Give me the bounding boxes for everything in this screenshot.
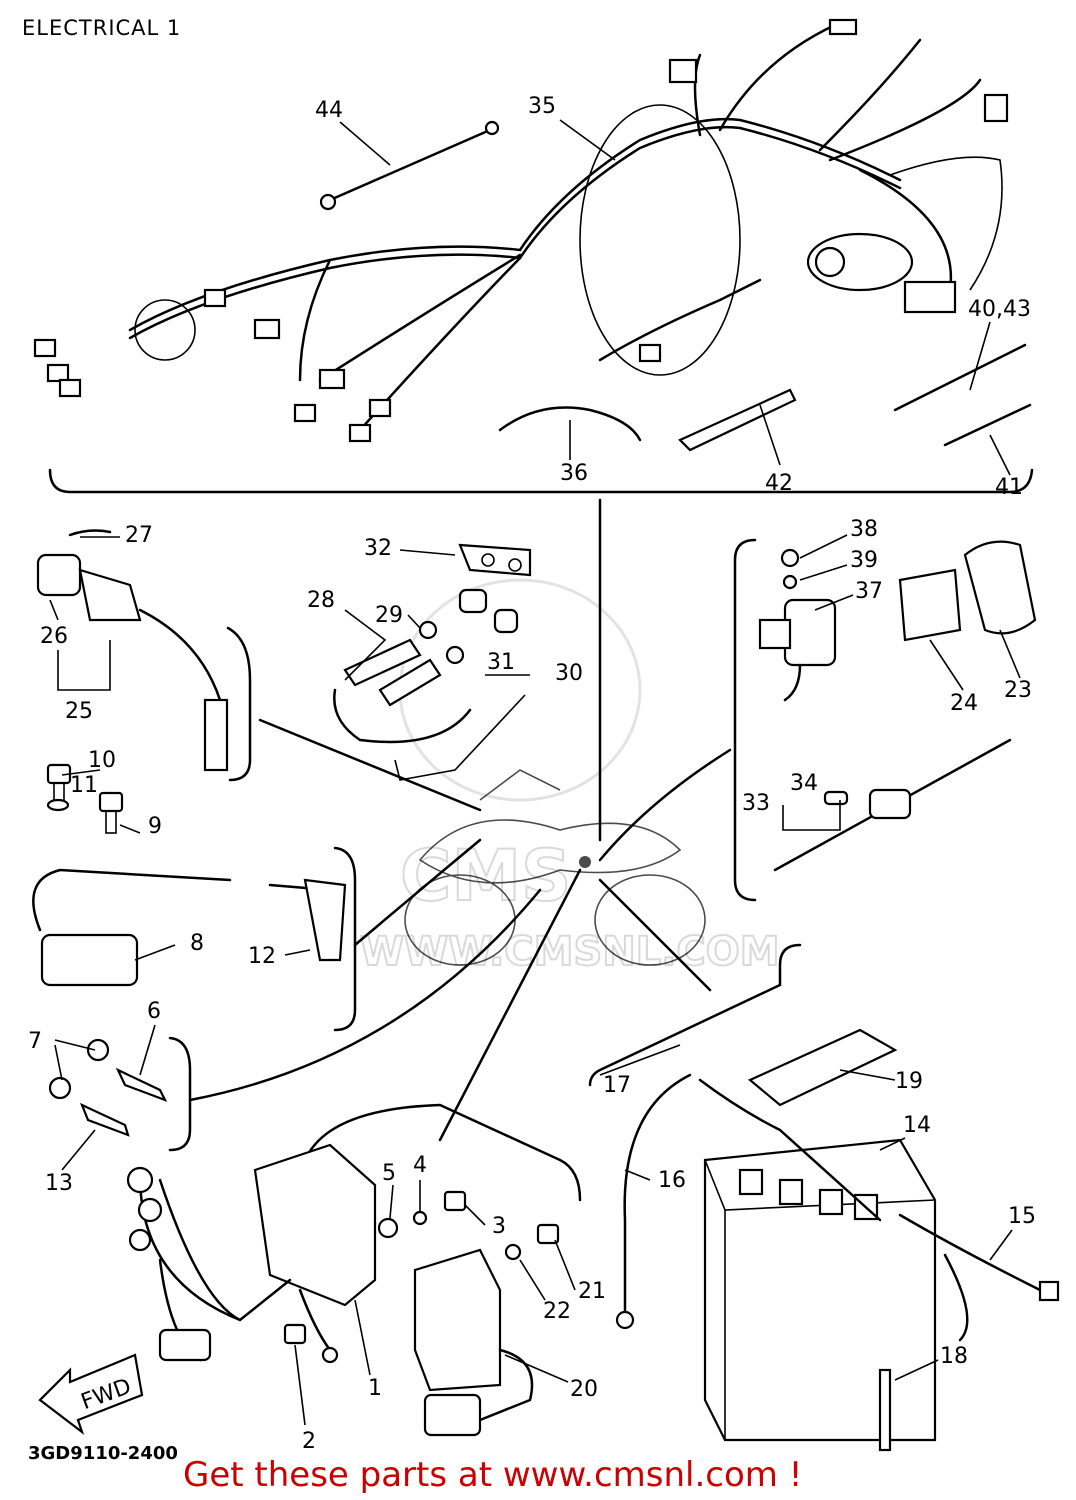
bracket-6-13 <box>168 1036 192 1152</box>
callout-31: 31 <box>487 650 515 675</box>
callout-3: 3 <box>492 1214 506 1239</box>
cable-band <box>678 388 797 452</box>
callout-33: 33 <box>742 791 770 816</box>
callout-41: 41 <box>995 475 1023 500</box>
bracket-25 <box>226 626 252 782</box>
relay-group <box>733 538 1037 902</box>
callout-5: 5 <box>382 1161 396 1186</box>
forward-arrow-icon: FWD <box>38 1353 144 1436</box>
callout-12: 12 <box>248 944 276 969</box>
bolts-9-10-11 <box>46 763 124 834</box>
callout-16: 16 <box>658 1168 686 1193</box>
callout-23: 23 <box>1004 678 1032 703</box>
callout-11: 11 <box>70 773 98 798</box>
diagram-title: ELECTRICAL 1 <box>22 16 182 40</box>
watermark-logo-text: CMS <box>400 835 571 917</box>
callout-42: 42 <box>765 471 793 496</box>
diagram-code: 3GD9110-2400 <box>28 1443 178 1464</box>
callout-2: 2 <box>302 1429 316 1454</box>
callout-29: 29 <box>375 603 403 628</box>
cable-clamp <box>943 403 1032 447</box>
callout-9: 9 <box>148 814 162 839</box>
callout-19: 19 <box>895 1069 923 1094</box>
callout-labels: 1 2 3 4 5 6 7 8 9 10 11 12 13 14 15 16 1… <box>28 94 1036 1454</box>
callout-25: 25 <box>65 699 93 724</box>
callout-40-43: 40,43 <box>968 297 1031 322</box>
callout-36: 36 <box>560 461 588 486</box>
callout-44: 44 <box>315 98 343 123</box>
callout-18: 18 <box>940 1344 968 1369</box>
callout-39: 39 <box>850 548 878 573</box>
ignition-lead <box>36 529 229 772</box>
callout-32: 32 <box>364 536 392 561</box>
callout-26: 26 <box>40 624 68 649</box>
callout-22: 22 <box>543 1299 571 1324</box>
lead-wire <box>498 406 642 442</box>
wire-harness <box>33 18 1009 443</box>
callout-34: 34 <box>790 771 818 796</box>
callout-24: 24 <box>950 691 978 716</box>
battery-group <box>588 943 1060 1452</box>
callout-1: 1 <box>368 1376 382 1401</box>
callout-14: 14 <box>903 1113 931 1138</box>
callout-27: 27 <box>125 523 153 548</box>
vehicle-outline <box>404 769 706 966</box>
callout-4: 4 <box>413 1153 427 1178</box>
callout-28: 28 <box>307 588 335 613</box>
cable-tie <box>893 343 1027 412</box>
watermark-text: WWW.CMSNL.COM <box>360 929 780 975</box>
sensor-group <box>333 543 532 781</box>
callout-8: 8 <box>190 931 204 956</box>
callout-35: 35 <box>528 94 556 119</box>
switches-6-7-13 <box>48 1038 168 1137</box>
callout-17: 17 <box>603 1073 631 1098</box>
callout-15: 15 <box>1008 1204 1036 1229</box>
callout-21: 21 <box>578 1279 606 1304</box>
callout-10: 10 <box>88 748 116 773</box>
callout-30: 30 <box>555 661 583 686</box>
cdi-group <box>126 1103 582 1437</box>
cta-link[interactable]: Get these parts at www.cmsnl.com ! <box>183 1455 803 1495</box>
callout-6: 6 <box>147 999 161 1024</box>
callout-37: 37 <box>855 579 883 604</box>
watermark: CMS WWW.CMSNL.COM <box>359 578 781 976</box>
callout-13: 13 <box>45 1171 73 1196</box>
callout-20: 20 <box>570 1377 598 1402</box>
ignition-coil <box>32 868 347 987</box>
harness-bracket <box>48 468 1034 494</box>
ground-lead <box>319 120 500 211</box>
leader-lines <box>188 498 732 1142</box>
callout-7: 7 <box>28 1029 42 1054</box>
callout-leaders <box>49 119 1021 1426</box>
callout-38: 38 <box>850 517 878 542</box>
